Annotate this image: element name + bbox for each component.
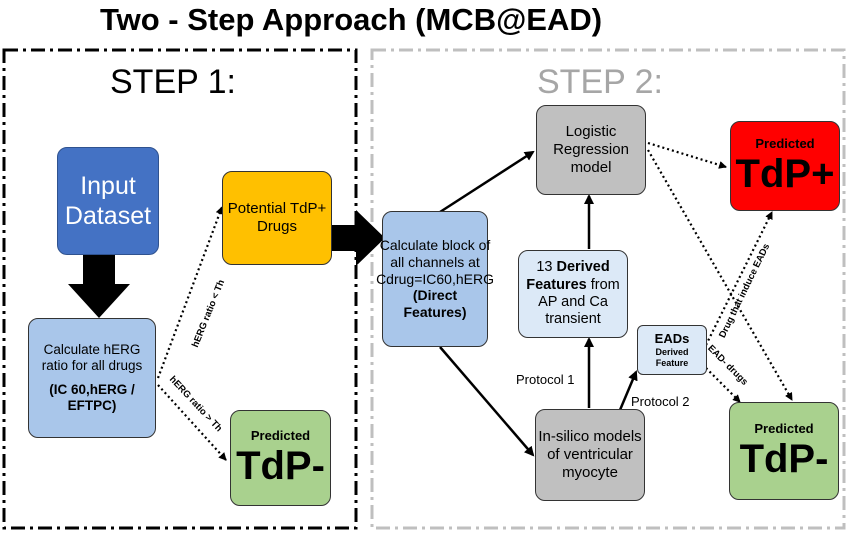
protocol2-label: Protocol 2: [631, 394, 690, 409]
edge-herg-tdpminus: [157, 384, 227, 461]
herg-ratio-node: Calculate hERG ratio for all drugs (IC 6…: [28, 318, 156, 438]
eads-node: EADs Derived Feature: [637, 325, 707, 375]
step2-predicted-plus-label: Predicted: [755, 136, 815, 152]
derived-features-text: 13 Derived Features from AP and Ca trans…: [519, 259, 627, 329]
edge-insilico-eads: [618, 370, 638, 411]
protocol1-label: Protocol 1: [516, 372, 575, 387]
logistic-regression-node: Logistic Regression model: [536, 105, 646, 195]
step2-frame: [370, 48, 846, 530]
step2-predicted-tdp-plus-node: Predicted TdP+: [730, 121, 840, 211]
edge-logistic-tdpminus: [647, 149, 793, 401]
input-dataset-label: Input Dataset: [64, 172, 152, 230]
step1-frame: [2, 48, 358, 530]
edge-eads-tdpplus: [705, 211, 773, 346]
edge-block-insilico: [439, 346, 535, 457]
diagram-title: Two - Step Approach (MCB@EAD): [100, 2, 603, 37]
calc-block-text: Calculate block of all channels at Cdrug…: [376, 237, 494, 287]
edge-block-logistic: [439, 150, 535, 214]
big-right-arrow: [332, 210, 385, 266]
eads-sub: Derived Feature: [655, 347, 689, 368]
step1-label: STEP 1:: [110, 63, 236, 101]
derived-suffix: from AP and Ca transient: [538, 276, 620, 328]
step2-predicted-tdp-minus-node: Predicted TdP-: [729, 402, 839, 500]
step2-label: STEP 2:: [537, 63, 663, 101]
step2-predicted-minus-label: Predicted: [754, 421, 814, 437]
herg-ratio-formula: (IC 60,hERG / EFTPC): [49, 382, 135, 414]
logistic-regression-label: Logistic Regression model: [553, 123, 629, 176]
calc-block-node: Calculate block of all channels at Cdrug…: [376, 211, 494, 347]
derived-bold: Derived Features: [526, 259, 610, 293]
step1-tdp-minus-label: TdP-: [236, 443, 325, 488]
step2-tdp-plus-label: TdP+: [735, 151, 835, 196]
step1-predicted-label: Predicted: [250, 428, 311, 444]
eads-title: EADs: [654, 331, 690, 347]
edge-logistic-tdpplus: [647, 141, 727, 169]
edge-eads-tdpminus: [705, 367, 741, 403]
insilico-label: In-silico models of ventricular myocyte: [538, 428, 642, 481]
step2-tdp-minus-label: TdP-: [739, 436, 829, 481]
step1-predicted-tdp-minus-node: Predicted TdP-: [230, 410, 331, 506]
derived-count: 13: [536, 259, 553, 276]
herg-ratio-text: Calculate hERG ratio for all drugs: [41, 341, 143, 373]
potential-tdp-label: Potential TdP+ Drugs: [227, 200, 327, 235]
big-down-arrow: [68, 255, 130, 318]
input-dataset-node: Input Dataset: [57, 147, 159, 255]
edge-herg-potential: [156, 206, 224, 379]
derived-features-node: 13 Derived Features from AP and Ca trans…: [518, 250, 628, 338]
insilico-node: In-silico models of ventricular myocyte: [535, 409, 645, 501]
potential-tdp-node: Potential TdP+ Drugs: [222, 171, 332, 265]
direct-features-text: (Direct Features): [403, 287, 467, 321]
